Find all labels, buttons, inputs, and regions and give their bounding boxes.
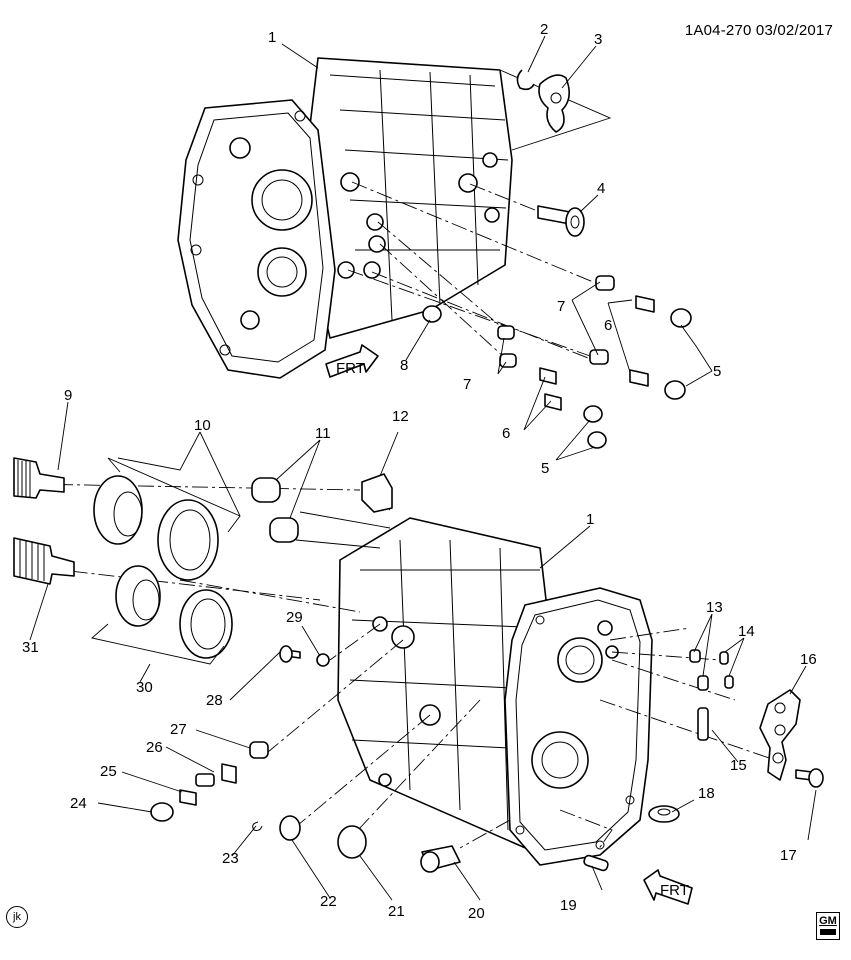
callout-7-lower: 7 [463, 376, 471, 393]
callout-22: 22 [320, 893, 337, 910]
bolt-4 [537, 205, 585, 237]
callout-23: 23 [222, 850, 239, 867]
callout-20: 20 [468, 905, 485, 922]
callout-24: 24 [70, 795, 87, 812]
callout-16: 16 [800, 651, 817, 668]
lower-transmission-case [337, 517, 653, 866]
front-direction-arrow-upper: FRT [325, 344, 379, 378]
callout-1-upper: 1 [268, 29, 276, 46]
callout-6-upper: 6 [604, 317, 612, 334]
callout-30: 30 [136, 679, 153, 696]
callout-1-lower: 1 [586, 511, 594, 528]
callout-27: 27 [170, 721, 187, 738]
gm-logo-text: GM [819, 915, 837, 927]
bushing-11b [269, 517, 299, 543]
callout-8: 8 [400, 357, 408, 374]
front-direction-arrow-lower: FRT [643, 869, 693, 905]
detent-parts-upper [422, 275, 692, 449]
output-shaft-31 [13, 537, 75, 585]
gm-logo: GM [816, 912, 840, 940]
callout-leaders [29, 35, 817, 901]
callout-21: 21 [388, 903, 405, 920]
snap-ring-2 [516, 69, 535, 91]
callout-29: 29 [286, 609, 303, 626]
callout-3: 3 [594, 31, 602, 48]
callout-numbers: 1 2 3 4 5 5 5 6 6 7 7 8 9 10 11 12 1 13 … [22, 21, 817, 922]
callout-26: 26 [146, 739, 163, 756]
callout-13: 13 [706, 599, 723, 616]
callout-12: 12 [392, 408, 409, 425]
callout-4: 4 [597, 180, 605, 197]
input-shaft-9 [13, 457, 65, 499]
diagram-reference-code: 1A04-270 03/02/2017 [684, 22, 833, 39]
callout-15: 15 [730, 757, 747, 774]
callout-17: 17 [780, 847, 797, 864]
detent-parts-lower [583, 649, 824, 872]
callout-11: 11 [315, 425, 331, 442]
callout-28: 28 [206, 692, 223, 709]
bearing-assembly-30 [115, 565, 233, 659]
callout-18: 18 [698, 785, 715, 802]
shift-lever-3 [538, 74, 570, 133]
small-parts-lower-left [150, 645, 461, 873]
callout-19: 19 [560, 897, 577, 914]
callout-10: 10 [194, 417, 211, 434]
artist-initials: jk [6, 906, 28, 928]
callout-5-middle: 5 [541, 460, 549, 477]
frt-label-upper: FRT [336, 360, 365, 377]
bearing-assembly-10 [93, 475, 219, 581]
callout-25: 25 [100, 763, 117, 780]
callout-6-lower: 6 [502, 425, 510, 442]
callout-14: 14 [738, 623, 755, 640]
upper-transmission-case [177, 57, 513, 379]
bushing-11a [251, 477, 281, 503]
callout-9: 9 [64, 387, 72, 404]
callout-5-upper: 5 [713, 363, 721, 380]
frt-label-lower: FRT [660, 882, 689, 899]
cap-12 [361, 473, 393, 513]
callout-7-upper: 7 [557, 298, 565, 315]
callout-31: 31 [22, 639, 39, 656]
callout-2: 2 [540, 21, 548, 38]
